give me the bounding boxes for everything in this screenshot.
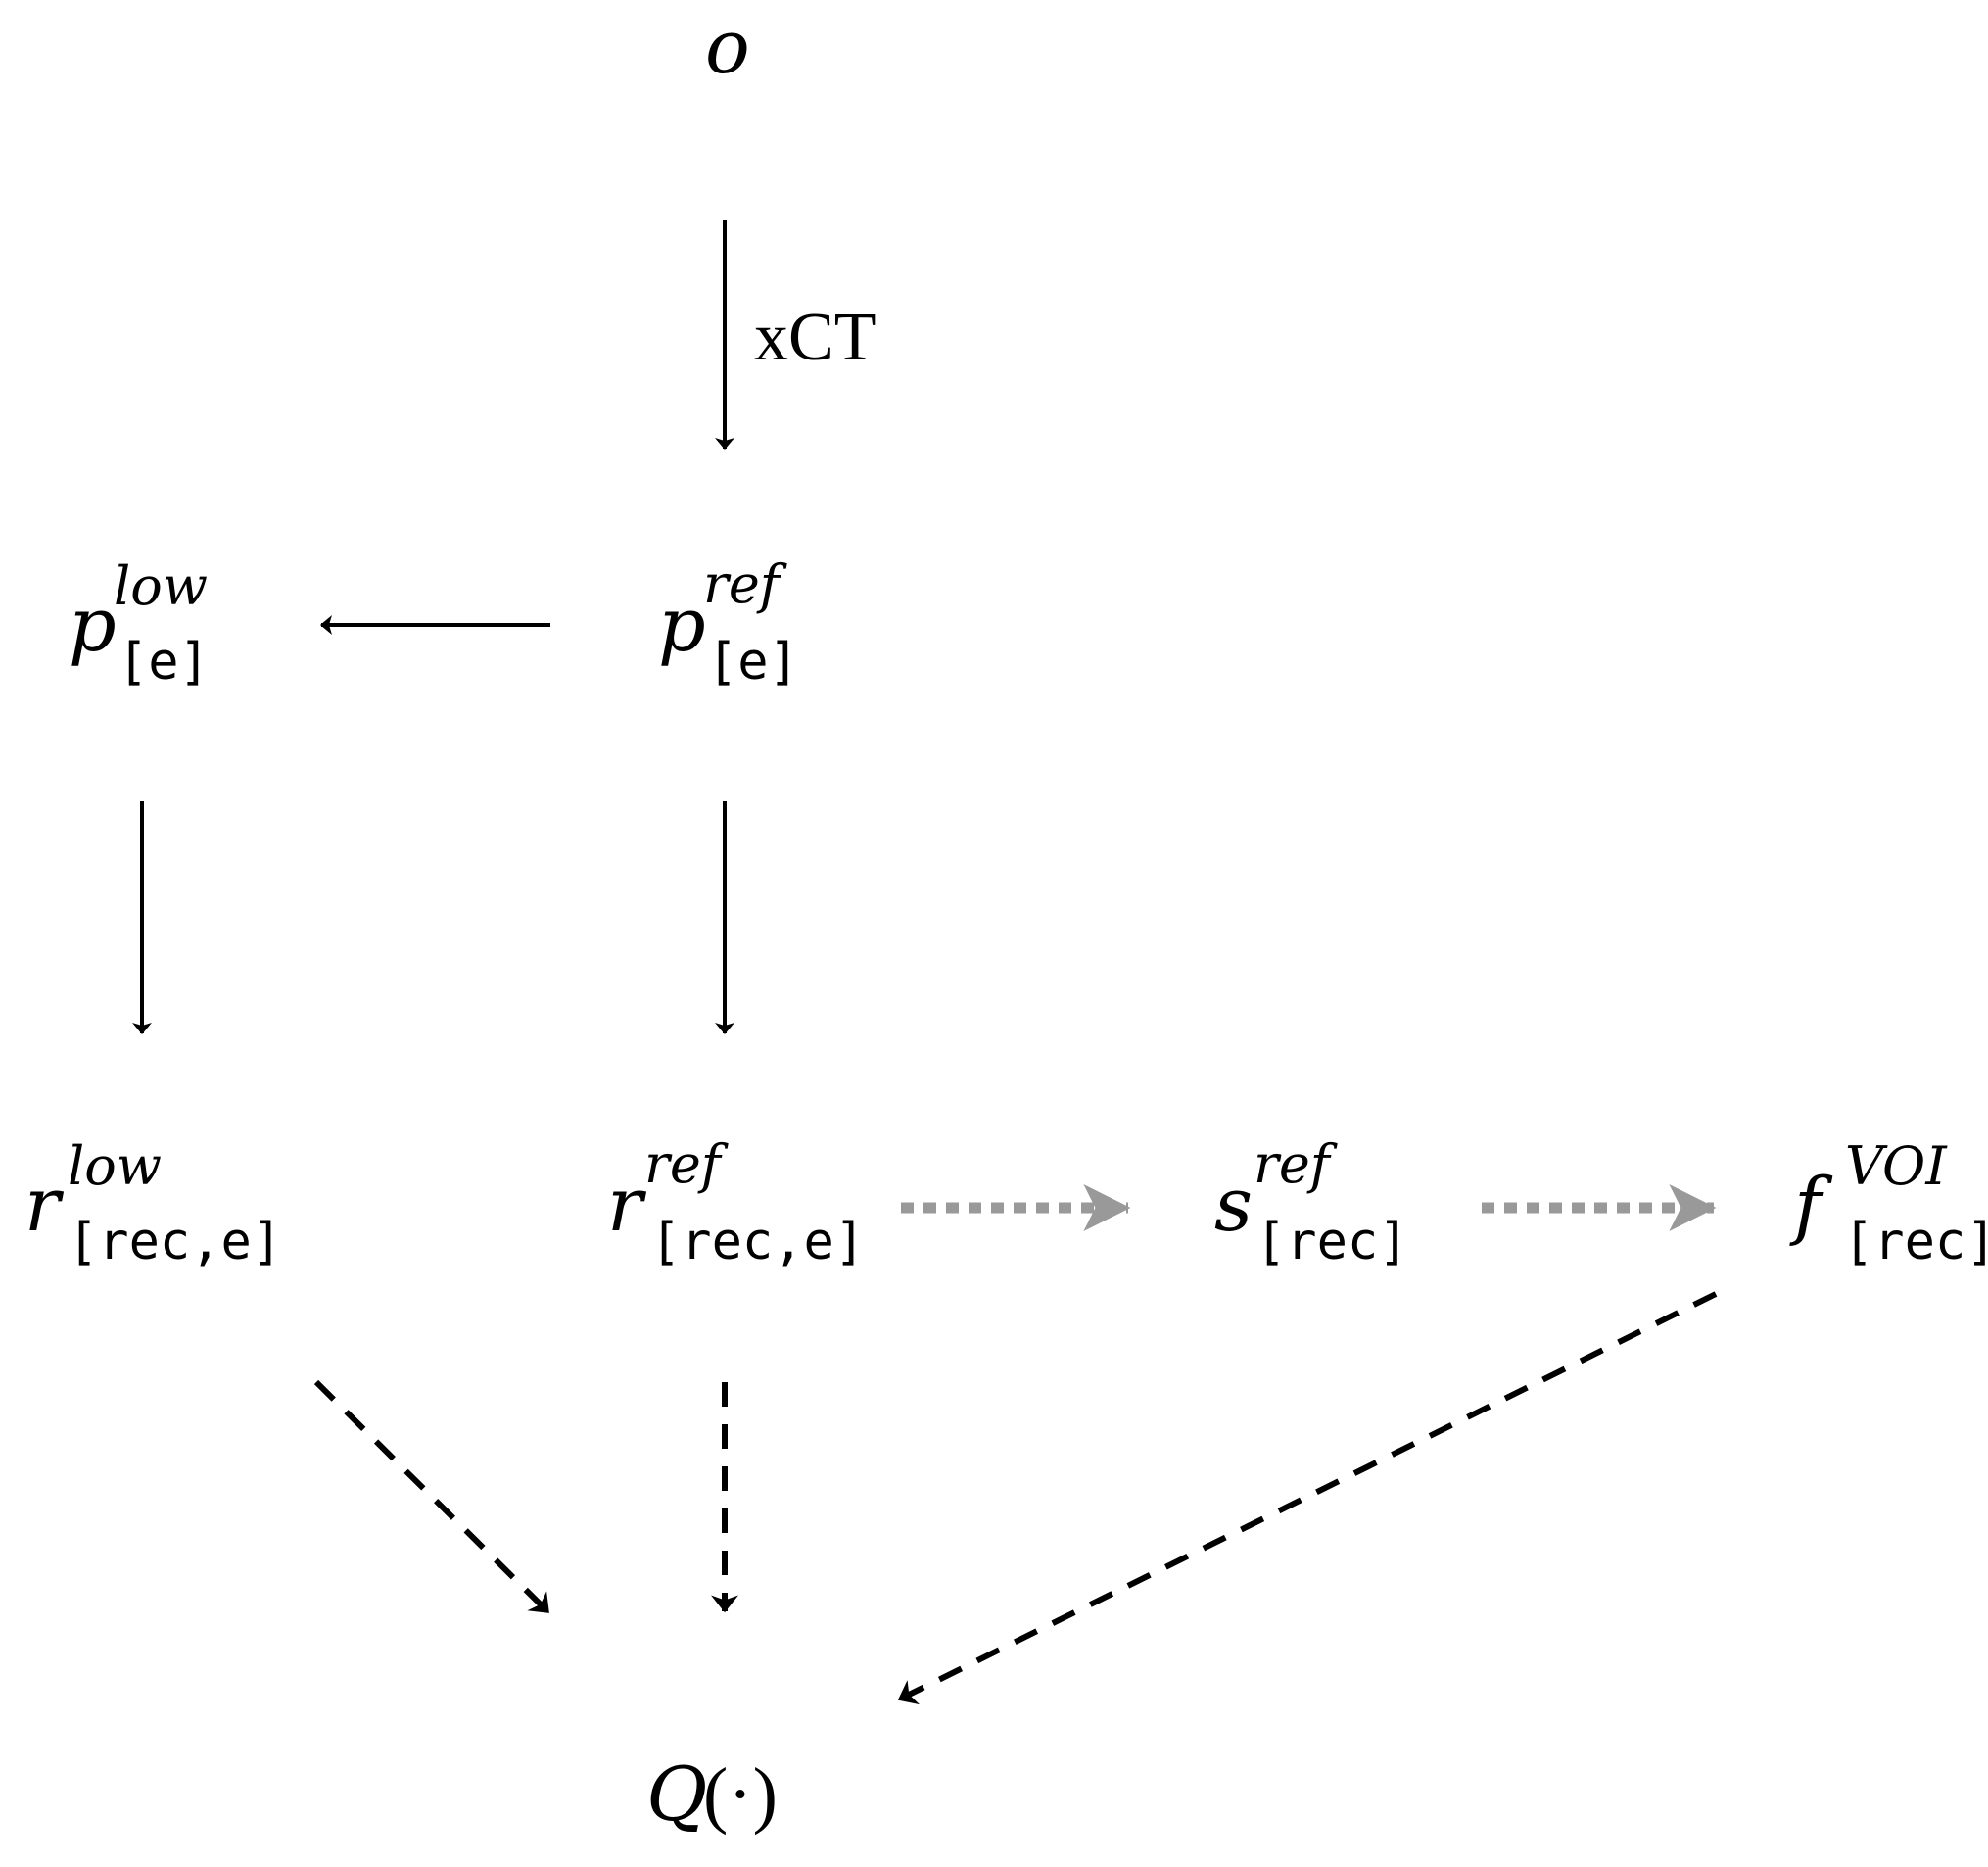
node-p-low: p low [e]	[69, 558, 235, 695]
node-p-low-superscript: low	[114, 555, 209, 617]
node-r-ref-symbol: r	[607, 1161, 643, 1248]
node-p-ref: p ref [e]	[658, 558, 825, 695]
node-r-low-superscript: low	[68, 1135, 163, 1197]
edge-r-low-to-q	[313, 1379, 551, 1615]
node-s-ref-symbol: s	[1214, 1161, 1254, 1248]
node-p-ref-superscript: ref	[703, 553, 780, 615]
edge-label-xct: xCT	[754, 300, 876, 375]
node-r-ref-subscript: [rec,e]	[650, 1213, 866, 1271]
node-f-voi: f VOI [rec]	[1794, 1135, 1988, 1275]
node-f-voi-subscript: [rec]	[1843, 1213, 1988, 1271]
node-r-low-subscript: [rec,e]	[68, 1213, 283, 1271]
node-s-ref-subscript: [rec]	[1255, 1213, 1409, 1271]
node-q: Q (·)	[646, 1749, 832, 1847]
node-r-ref: r ref [rec,e]	[607, 1133, 865, 1275]
node-r-low: r low [rec,e]	[24, 1135, 282, 1275]
node-s-ref-superscript: ref	[1254, 1133, 1330, 1195]
node-q-argument: (·)	[703, 1753, 778, 1836]
node-o: o	[705, 10, 764, 88]
node-p-ref-subscript: [e]	[707, 633, 799, 692]
node-p-low-symbol: p	[69, 581, 117, 668]
node-o-symbol: o	[705, 3, 750, 90]
node-f-voi-superscript: VOI	[1845, 1135, 1947, 1197]
node-r-ref-superscript: ref	[644, 1133, 721, 1195]
node-f-voi-symbol: f	[1794, 1161, 1822, 1248]
edge-f-voi-to-q	[897, 1291, 1718, 1705]
node-s-ref: s ref [rec]	[1214, 1133, 1409, 1275]
node-p-low-subscript: [e]	[118, 633, 210, 692]
node-p-ref-symbol: p	[658, 581, 706, 668]
node-q-symbol: Q	[646, 1750, 708, 1838]
node-r-low-symbol: r	[24, 1161, 61, 1248]
